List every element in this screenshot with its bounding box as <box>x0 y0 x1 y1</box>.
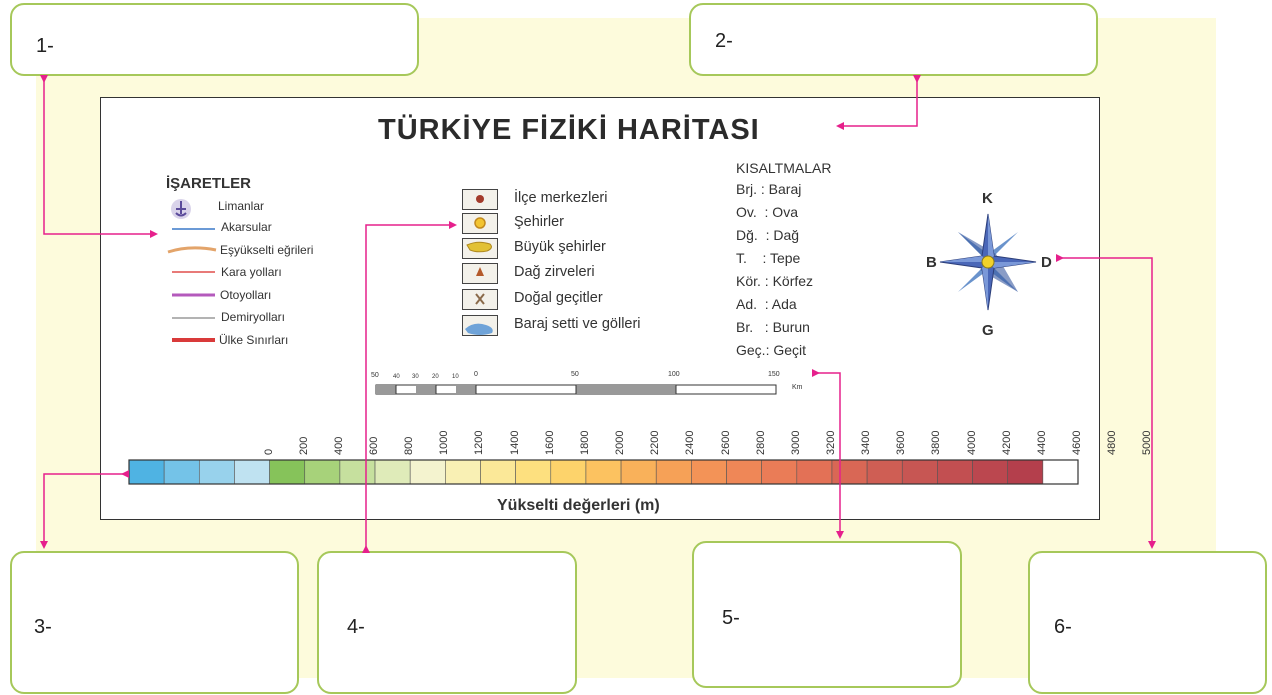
legend-item: Akarsular <box>221 220 272 234</box>
answer-box-label: 1- <box>36 35 54 57</box>
legend-heading: İŞARETLER <box>166 175 252 192</box>
legend-item: Limanlar <box>218 199 265 213</box>
compass-west-label: B <box>926 254 937 271</box>
abbreviation-item: Br. : Burun <box>736 319 810 335</box>
abbreviation-item: T. : Tepe <box>736 250 801 266</box>
abbreviation-item: Kör. : Körfez <box>736 273 814 289</box>
arrow-4 <box>362 221 457 553</box>
legend-item: Demiryolları <box>221 310 286 324</box>
scale-unit: Km <box>792 384 803 391</box>
legend-item: Kara yolları <box>221 265 282 279</box>
elevation-color-cell <box>480 459 516 485</box>
elevation-color-cell <box>937 459 973 485</box>
elevation-color-cell <box>515 459 552 485</box>
abbreviation-item: Brj. : Baraj <box>736 181 802 197</box>
elevation-color-cell <box>901 459 938 485</box>
compass-north-label: K <box>982 190 993 207</box>
compass-center <box>981 255 995 269</box>
symbol-label: İlçe merkezleri <box>514 190 608 206</box>
arrow-2 <box>836 75 921 130</box>
answer-box-6[interactable]: 6- <box>1028 551 1267 694</box>
abbreviation-item: Ad. : Ada <box>736 296 797 312</box>
abbreviations-heading: KISALTMALAR <box>736 160 832 176</box>
elevation-color-cell <box>198 459 235 485</box>
answer-box-label: 6- <box>1054 616 1072 638</box>
elevation-color-cell <box>234 459 270 485</box>
scale-tick: 100 <box>668 371 680 378</box>
answer-box-1[interactable]: 1- <box>10 3 419 76</box>
legend-item: Ülke Sınırları <box>219 333 289 347</box>
symbol-label: Büyük şehirler <box>514 239 606 255</box>
elevation-color-cell <box>691 459 727 485</box>
answer-box-label: 2- <box>715 30 733 52</box>
answer-box-4[interactable]: 4- <box>317 551 577 694</box>
legend-item: Otoyolları <box>220 288 272 302</box>
big-city-icon <box>466 241 492 253</box>
abbreviation-item: Ov. : Ova <box>736 204 798 220</box>
scale-tick: 150 <box>768 371 780 378</box>
scale-tick: 50 <box>571 371 579 378</box>
arrow-6 <box>1056 254 1156 549</box>
elevation-color-cell <box>655 459 692 485</box>
compass-south-label: G <box>982 322 994 339</box>
map-legend-panel <box>100 97 1100 520</box>
dam-lake-icon <box>465 323 493 335</box>
abbreviation-item: Dğ. : Dağ <box>736 227 800 243</box>
arrow-3 <box>40 470 129 549</box>
mountain-peak-icon <box>476 267 484 276</box>
arrow-1 <box>40 75 158 238</box>
symbol-label: Dağ zirveleri <box>514 264 595 280</box>
symbol-label: Doğal geçitler <box>514 290 603 306</box>
answer-box-label: 4- <box>347 616 365 638</box>
compass-east-label: D <box>1041 254 1052 271</box>
elevation-caption: Yükselti değerleri (m) <box>497 497 660 514</box>
answer-box-label: 5- <box>722 607 740 629</box>
arrow-5 <box>812 369 844 539</box>
answer-box-label: 3- <box>34 616 52 638</box>
legend-item: Eşyükselti eğrileri <box>220 243 314 257</box>
contour-line-icon <box>167 246 217 254</box>
map-title: TÜRKİYE FİZİKİ HARİTASI <box>378 114 760 146</box>
symbol-label: Baraj setti ve gölleri <box>514 316 641 332</box>
answer-box-3[interactable]: 3- <box>10 551 299 694</box>
city-icon <box>474 217 486 229</box>
symbol-label: Şehirler <box>514 214 564 230</box>
elevation-color-cell <box>866 459 903 485</box>
abbreviation-item: Geç.: Geçit <box>736 342 807 358</box>
answer-box-5[interactable]: 5- <box>692 541 962 688</box>
natural-pass-icon <box>475 293 485 305</box>
district-center-icon <box>476 195 484 203</box>
scale-tick: 0 <box>474 371 478 378</box>
